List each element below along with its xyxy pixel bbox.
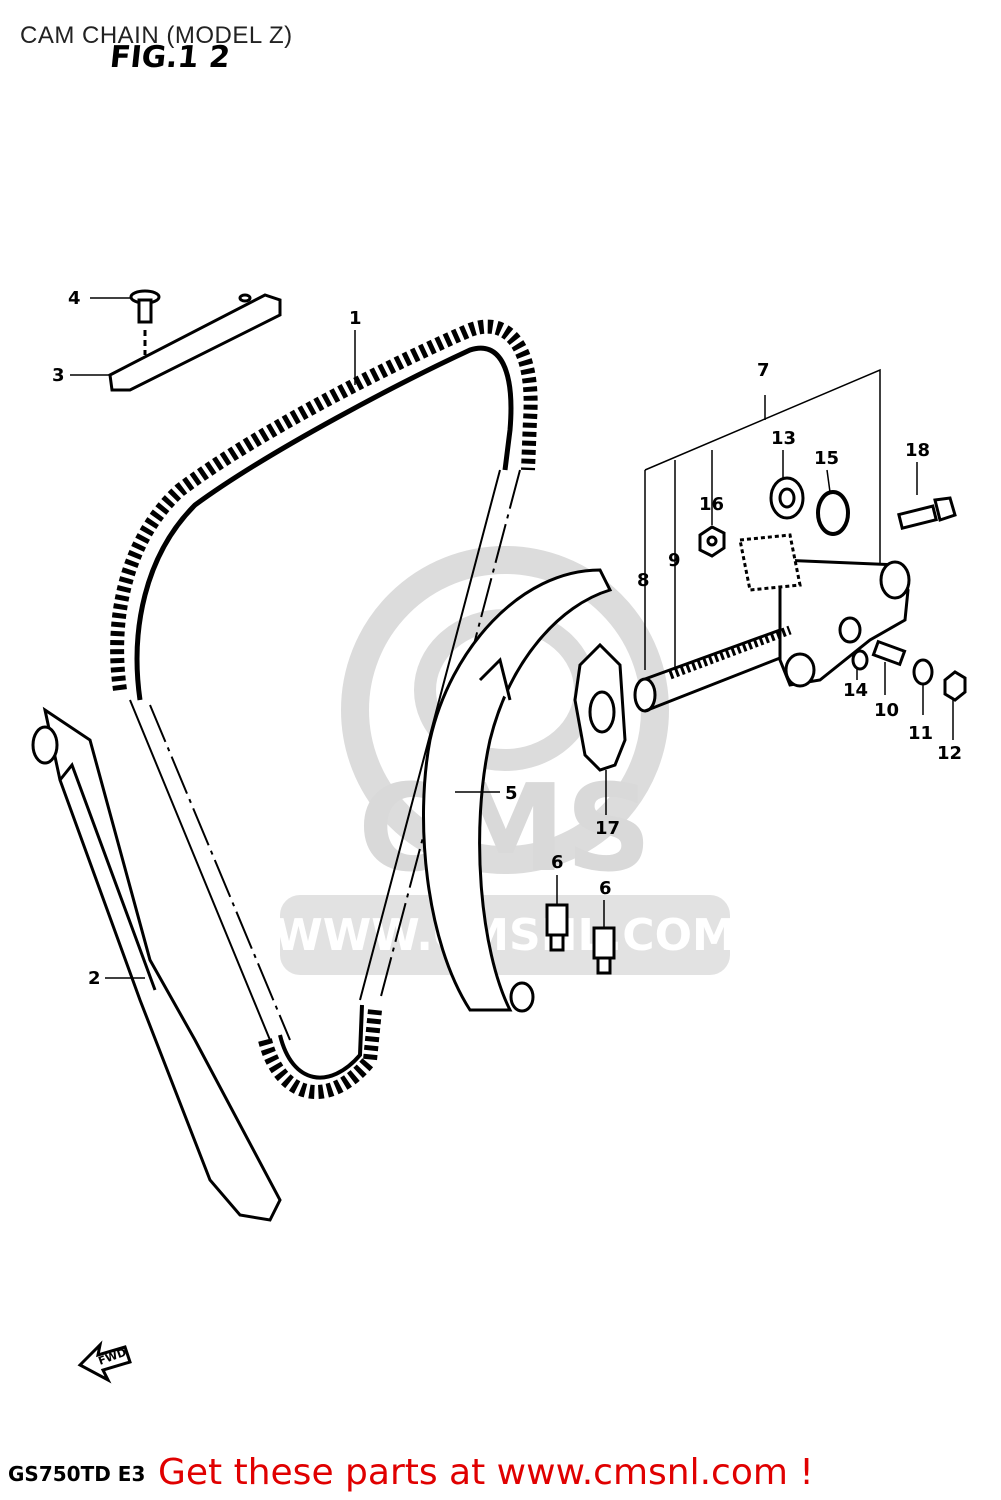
callout-7: 7 (757, 360, 770, 381)
o-ring (816, 490, 850, 536)
fwd-arrow-icon: FWD (77, 1340, 132, 1384)
callout-9: 9 (668, 550, 681, 571)
stud-10 (871, 639, 907, 667)
model-code: GS750TD E3 (8, 1462, 146, 1486)
tensioner-slipper (422, 568, 613, 1013)
callout-4: 4 (68, 288, 81, 309)
damper-a (545, 903, 569, 952)
push-rod (633, 625, 792, 713)
nut-12 (943, 670, 967, 702)
leader-lines (70, 297, 954, 979)
callout-8: 8 (637, 570, 650, 591)
chain-guide-top (108, 293, 282, 392)
page-title: CAM CHAIN (MODEL Z) (20, 22, 293, 49)
washer-11 (912, 658, 934, 686)
callout-2: 2 (88, 968, 101, 989)
callout-1: 1 (349, 308, 362, 329)
callout-16: 16 (699, 494, 725, 515)
callout-3: 3 (52, 365, 65, 386)
gasket (573, 642, 627, 772)
callout-10: 10 (874, 700, 900, 721)
callout-5: 5 (505, 783, 518, 804)
callout-bracket-7 (644, 368, 881, 670)
tensioner-assembly (738, 533, 911, 688)
washer-14 (851, 649, 869, 671)
damper-b (592, 926, 616, 975)
callout-15: 15 (814, 448, 840, 469)
lock-nut (698, 525, 726, 558)
cta-link[interactable]: Get these parts at www.cmsnl.com ! (158, 1452, 814, 1493)
chain-guide-rear (31, 706, 282, 1222)
seal (769, 476, 805, 520)
guide-screw (129, 289, 161, 355)
callout-6b: 6 (599, 878, 612, 899)
callout-12: 12 (937, 743, 963, 764)
callout-18: 18 (905, 440, 931, 461)
callout-13: 13 (771, 428, 797, 449)
callout-6a: 6 (551, 852, 564, 873)
bolt (897, 496, 957, 530)
callout-11: 11 (908, 723, 934, 744)
cam-chain (110, 319, 538, 1099)
callout-17: 17 (595, 818, 621, 839)
callout-14: 14 (843, 680, 869, 701)
